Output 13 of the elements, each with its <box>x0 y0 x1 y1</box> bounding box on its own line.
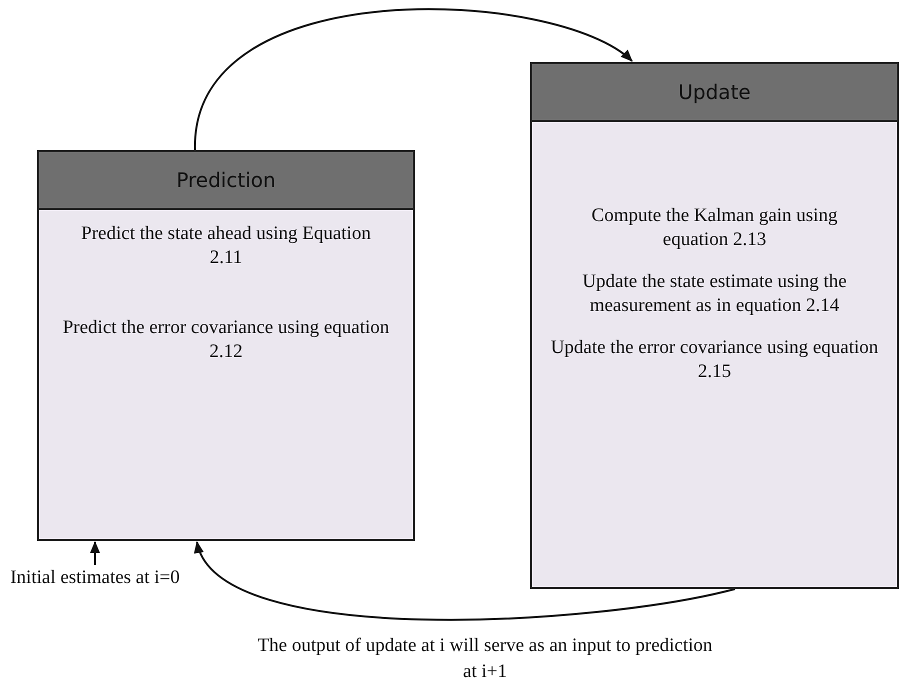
step-text: Compute the Kalman gain using equation 2.13 <box>590 204 838 252</box>
process-box <box>530 62 899 589</box>
step-text: Update the error covariance using equation 2.15 <box>550 336 880 384</box>
arrow <box>90 541 100 565</box>
arrow <box>196 541 736 620</box>
box-header: Prediction <box>39 152 413 210</box>
node-label: Initial estimates at i=0 <box>10 566 180 590</box>
box-header: Update <box>532 64 897 122</box>
step-text: Predict the state ahead using Equation 2.11 <box>80 222 372 270</box>
step-text: Update the state estimate using the measurement as in equation 2.14 <box>581 270 848 318</box>
process-box <box>37 150 415 541</box>
arrow <box>194 8 633 150</box>
step-text: Predict the error covariance using equation 2.12 <box>62 316 390 364</box>
